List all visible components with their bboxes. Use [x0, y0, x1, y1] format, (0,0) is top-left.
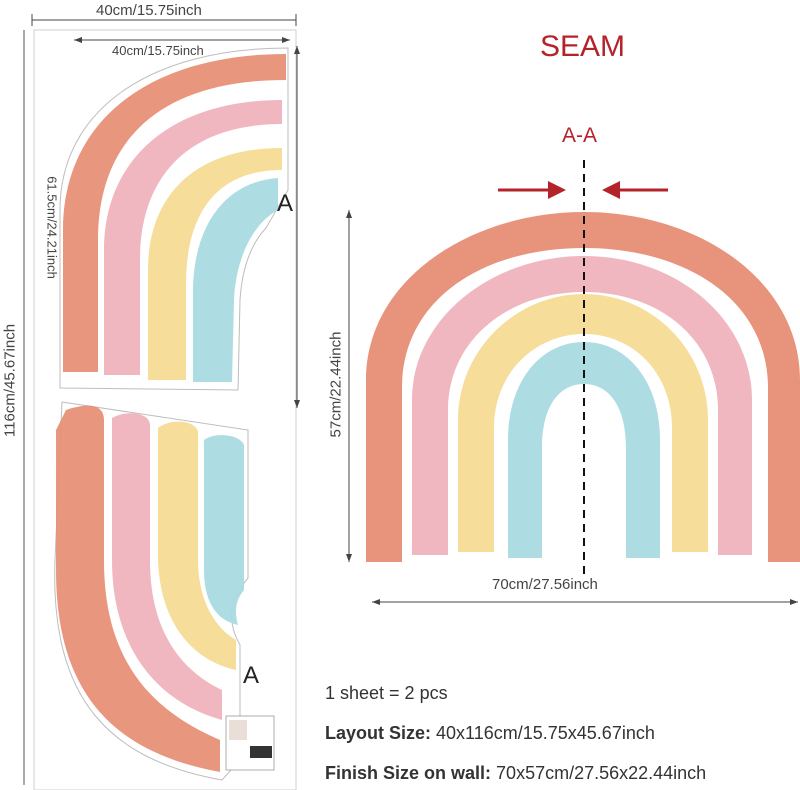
finish-size-label: Finish Size on wall:	[325, 763, 492, 783]
height-dimension-label: 57cm/22.44inch	[327, 331, 345, 438]
seam-marker-top: A	[277, 190, 294, 217]
layout-size-value: 40x116cm/15.75x45.67inch	[436, 723, 655, 743]
layout-size-label: Layout Size:	[325, 723, 432, 743]
finish-size-row: Finish Size on wall: 70x57cm/27.56x22.44…	[325, 763, 706, 784]
seam-arrow-left	[498, 181, 566, 199]
sheet-count: 1 sheet = 2 pcs	[325, 683, 448, 703]
full-rainbow	[366, 212, 800, 562]
top-width-label: 40cm/15.75inch	[96, 2, 202, 19]
inner-width-label: 40cm/15.75inch	[112, 43, 204, 58]
width-dimension-label: 70cm/27.56inch	[492, 576, 598, 593]
total-height-label: 116cm/45.67inch	[1, 323, 19, 438]
section-label: A-A	[562, 124, 598, 147]
finish-size-value: 70x57cm/27.56x22.44inch	[496, 763, 707, 783]
seam-title: SEAM	[540, 30, 626, 63]
bottom-sticker-piece	[54, 401, 249, 781]
top-sticker-piece	[59, 47, 289, 391]
seam-arrow-right	[602, 181, 668, 199]
seam-marker-bottom: A	[243, 662, 260, 689]
piece-height-label: 61.5cm/24.21inch	[44, 176, 60, 279]
layout-size-row: Layout Size: 40x116cm/15.75x45.67inch	[325, 723, 655, 744]
